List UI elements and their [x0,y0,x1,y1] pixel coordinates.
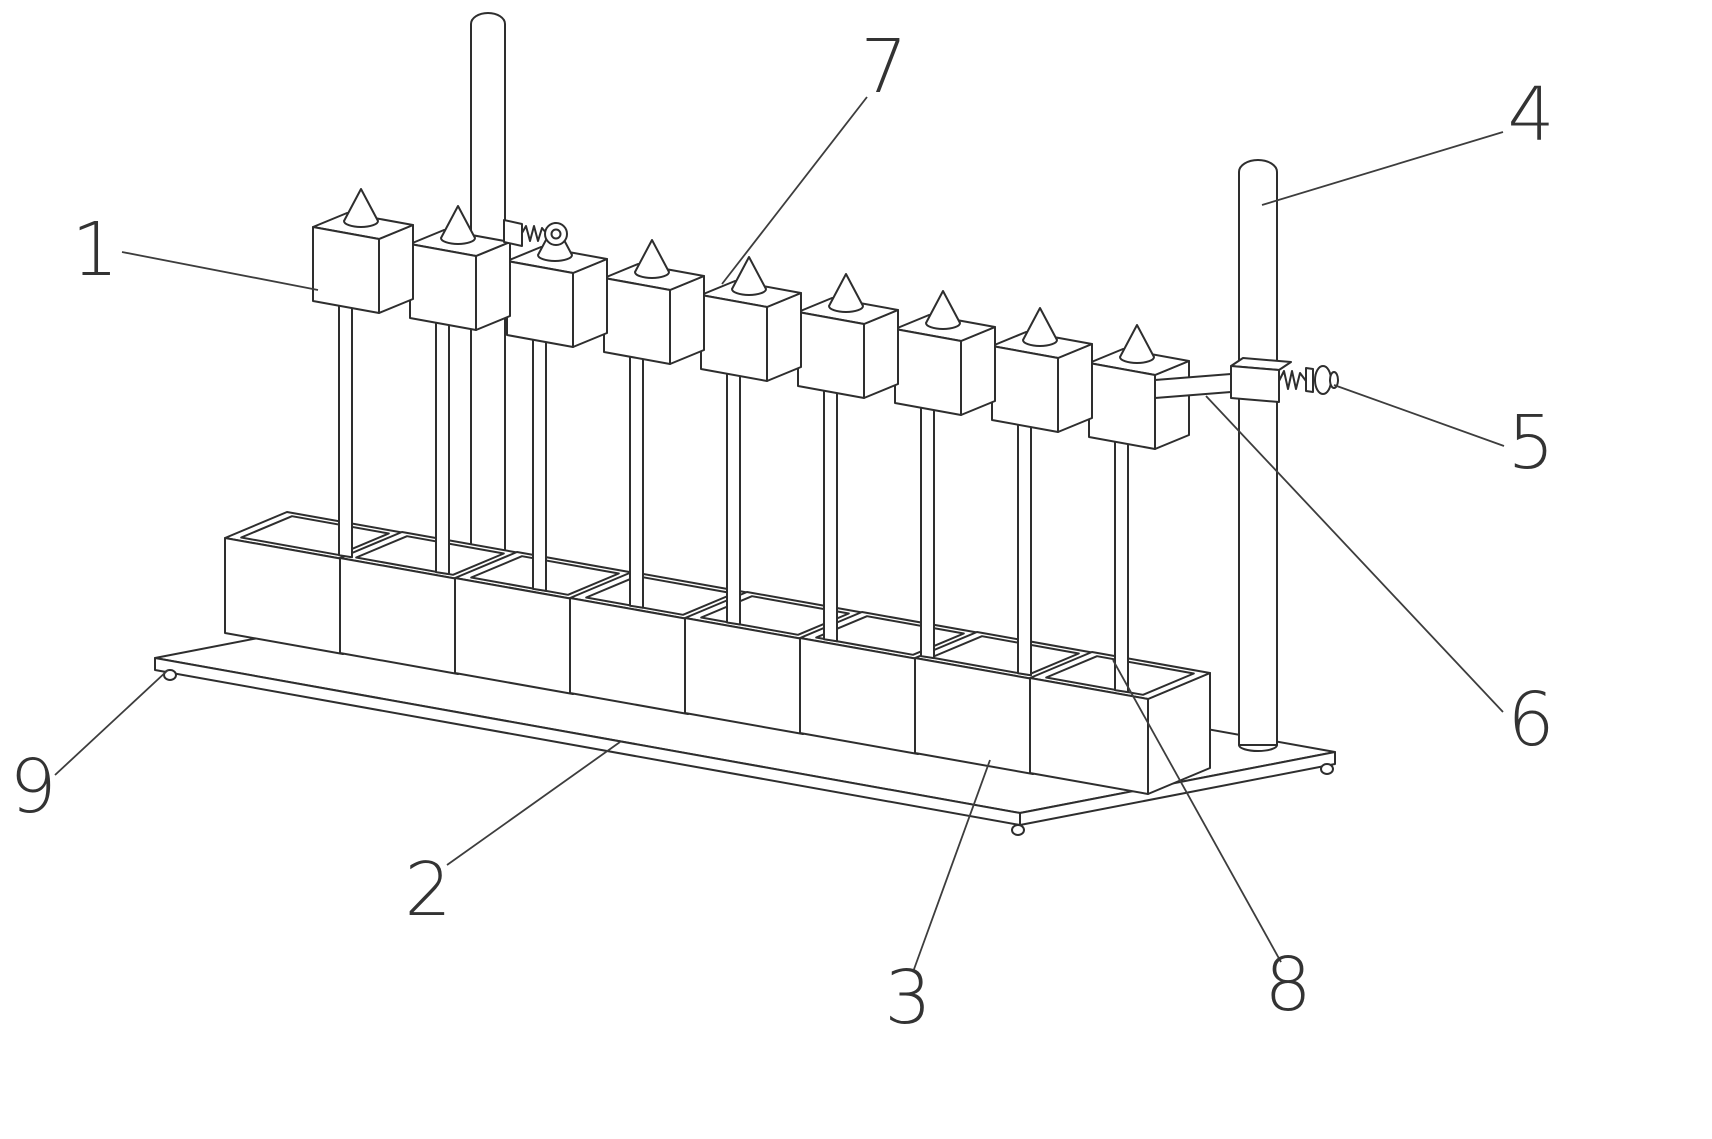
press-rod [823,387,838,643]
leader-line-5 [1333,384,1505,447]
beam-block-side [378,224,414,314]
leader-line-2 [446,741,621,866]
beam-block-side [669,275,705,365]
beam-block-front [991,345,1059,433]
ref-label-7: 7 [860,24,907,110]
right-screw-hub [1329,371,1339,389]
beam-block-front [894,328,962,416]
beam-block-front [603,277,671,365]
ref-label-2: 2 [404,847,451,933]
press-rod [435,319,450,576]
leader-line-6 [1205,395,1504,713]
leader-line-1 [121,251,319,291]
left-screw-thread [521,225,548,242]
trough-box-front [569,597,689,715]
beam-block-front [409,243,477,331]
beam-block-front [797,311,865,399]
press-rod [338,302,353,559]
beam-block-side [766,292,802,382]
trough-box-front [454,577,574,695]
trough-box-front [224,537,344,655]
press-rod [1017,421,1032,677]
indenter-cone [1022,307,1058,347]
indenter-cone [634,239,670,279]
trough-box-front [799,637,919,755]
left-screw-hub [550,228,562,240]
ref-label-5: 5 [1507,400,1554,486]
ref-label-8: 8 [1264,942,1311,1028]
beam-block-front [700,294,768,382]
leader-line-9 [54,669,169,776]
beam-block-side [475,241,511,331]
beam-block-front [312,226,380,314]
screw-washer [1305,367,1314,393]
support-foot [1320,763,1334,775]
base-plate-side [1019,751,1336,826]
beam-block-front [506,260,574,348]
press-rod [1114,438,1129,694]
leader-lines [54,96,1505,973]
post-clamp-front [1230,365,1280,403]
leader-line-8 [1112,659,1282,963]
leader-line-3 [912,759,991,973]
left-clamp [503,219,523,247]
beam-block-side [1154,360,1190,450]
right-screw-thread [1278,370,1307,390]
trough-box-inner-rim [355,535,505,576]
post-base-line [1238,744,1278,752]
apparatus-drawing [154,12,1339,836]
indenter-cone [343,188,379,228]
trough-box-front [914,657,1034,775]
support-foot [163,669,177,681]
indenter-cone [440,205,476,245]
press-rod [726,370,741,626]
support-foot [1011,824,1025,836]
indenter-cone [1119,324,1155,364]
trough-box-front [339,557,459,675]
leader-line-7 [721,96,868,285]
beam-block-front [1088,362,1156,450]
ref-label-6: 6 [1507,677,1554,763]
indenter-cone [731,256,767,296]
ref-label-4: 4 [1507,72,1554,158]
trough-box-front [1029,677,1149,795]
beam-block-side [863,309,899,399]
indenter-cone [925,290,961,330]
ref-label-3: 3 [884,955,931,1041]
ref-label-1: 1 [71,207,118,293]
trough-box-inner-rim [930,635,1080,676]
ref-label-9: 9 [9,744,56,830]
press-rod [629,353,644,609]
beam-block-side [1057,343,1093,433]
beam-block-side [960,326,996,416]
press-rod [920,404,935,660]
beam-block-side [572,258,608,348]
indenter-cone [828,273,864,313]
press-rod [532,336,547,592]
reference-labels: 1 2 3 4 5 6 7 8 9 [9,24,1554,1041]
right-screw-knob [1314,365,1332,395]
trough-box-front [684,617,804,735]
leader-line-4 [1261,131,1504,206]
